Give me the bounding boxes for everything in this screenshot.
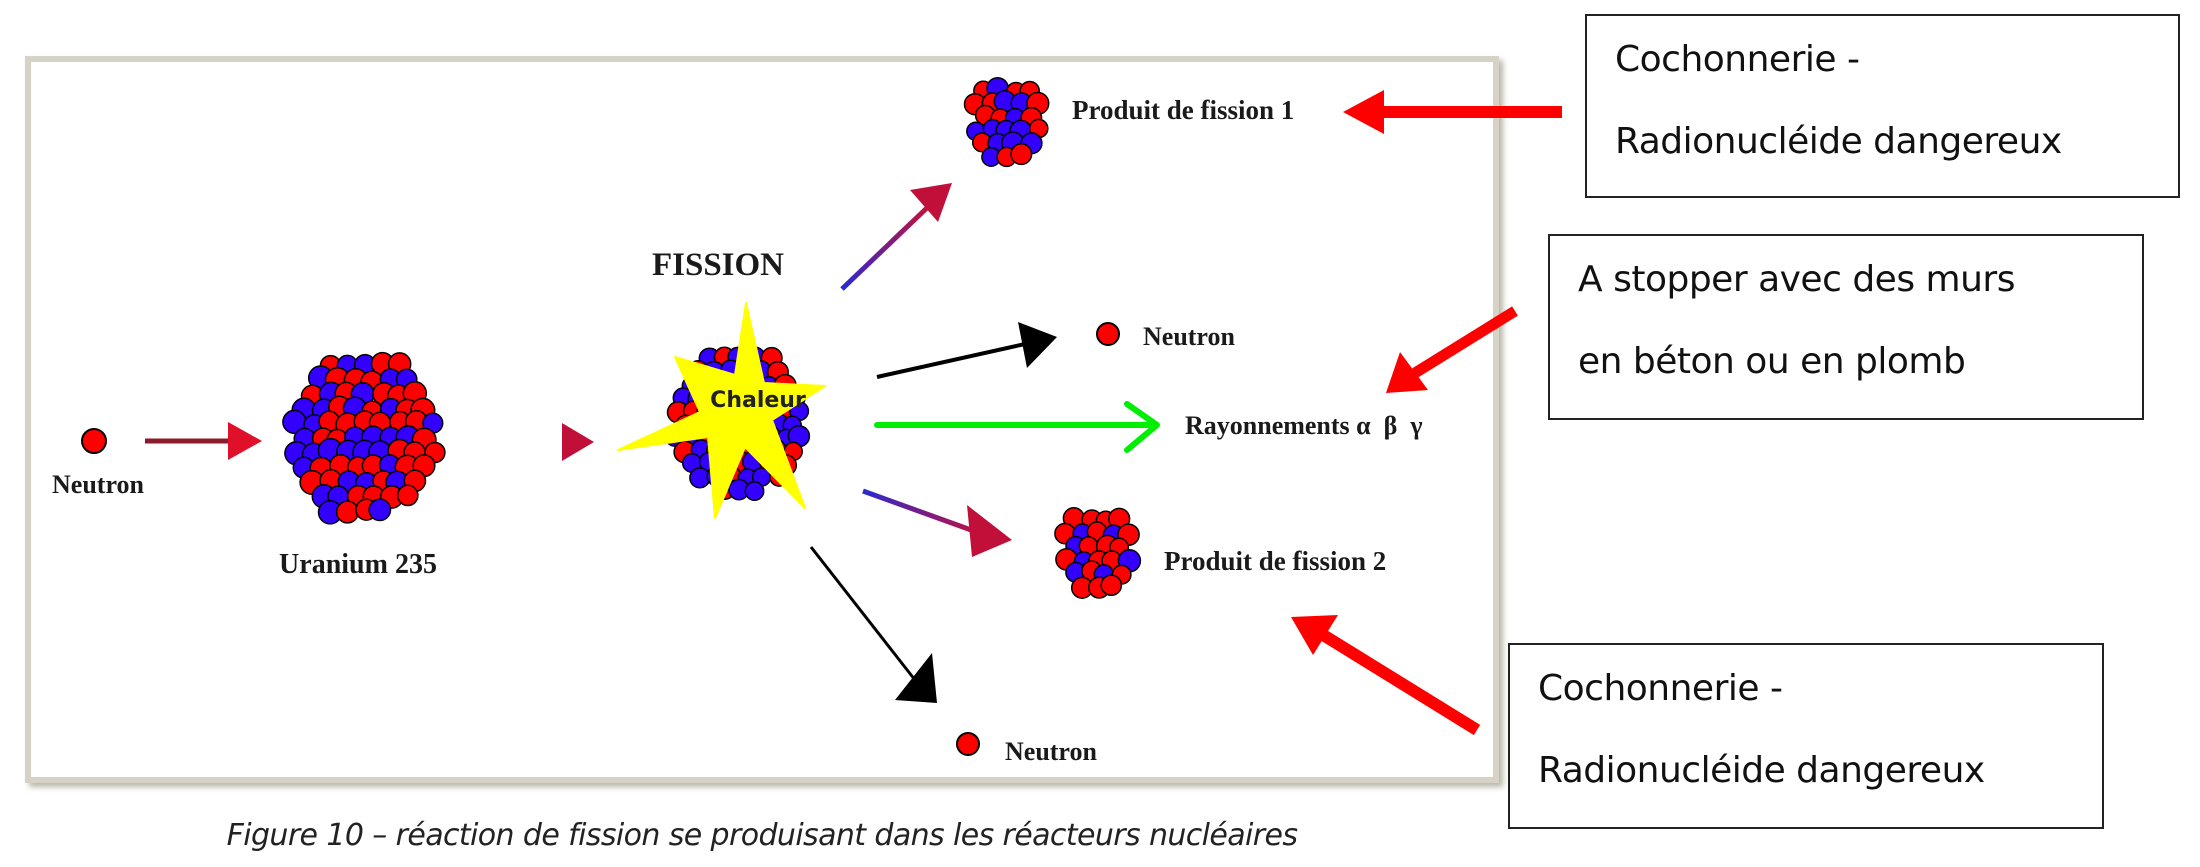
nucleon (335, 500, 360, 524)
nucleon (1100, 574, 1123, 597)
outgoing-neutron-1 (1096, 322, 1120, 346)
uranium-label: Uranium 235 (279, 549, 437, 580)
product-2-label: Produit de fission 2 (1164, 546, 1386, 576)
nucleon (396, 484, 419, 507)
arrow-to-neutron-1 (876, 322, 1057, 379)
figure-caption: Figure 10 – réaction de fission se produ… (226, 818, 1298, 853)
annotation-3-line-1: Cochonnerie - (1538, 668, 1783, 709)
product-1-label: Produit de fission 1 (1072, 95, 1294, 125)
annotation-box-product-2: Cochonnerie - Radionucléide dangereux (1508, 643, 2104, 829)
annotation-2-line-1: A stopper avec des murs (1578, 259, 2015, 300)
heat-label: Chaleur (710, 388, 806, 413)
nucleon (1010, 143, 1033, 166)
nucleon (368, 498, 392, 522)
annotation-3-line-2: Radionucléide dangereux (1538, 750, 1985, 791)
fission-title: FISSION (652, 247, 784, 283)
fission-product-2-nucleus (1054, 507, 1142, 599)
radiation-arrow (874, 401, 1160, 453)
arrow-to-product-1 (840, 183, 952, 291)
annotation-arrow-3 (1291, 615, 1481, 736)
annotation-arrow-1 (1343, 90, 1562, 134)
arrow-to-product-2 (862, 488, 1012, 557)
annotation-1-line-2: Radionucléide dangereux (1615, 121, 2062, 162)
neutron-1-label: Neutron (1143, 322, 1236, 351)
uranium-235-nucleus (282, 351, 446, 525)
fission-product-1-nucleus (963, 76, 1050, 168)
incoming-neutron (81, 428, 107, 454)
incoming-neutron-label: Neutron (52, 470, 145, 499)
outgoing-neutron-2 (956, 732, 980, 756)
annotation-box-product-1: Cochonnerie - Radionucléide dangereux (1585, 14, 2180, 198)
annotation-box-radiation: A stopper avec des murs en béton ou en p… (1548, 234, 2144, 420)
heat-star-icon (617, 302, 826, 519)
annotation-arrow-2 (1386, 306, 1518, 393)
arrow-to-neutron-2 (809, 546, 937, 703)
radiation-label: Rayonnements α β γ (1185, 411, 1423, 440)
arrow-uranium-to-fission (477, 423, 594, 461)
neutron-2-label: Neutron (1005, 737, 1098, 766)
nucleon (744, 481, 765, 502)
annotation-1-line-1: Cochonnerie - (1615, 39, 1860, 80)
annotation-2-line-2: en béton ou en plomb (1578, 341, 1966, 382)
arrow-neutron-to-uranium (145, 422, 262, 460)
